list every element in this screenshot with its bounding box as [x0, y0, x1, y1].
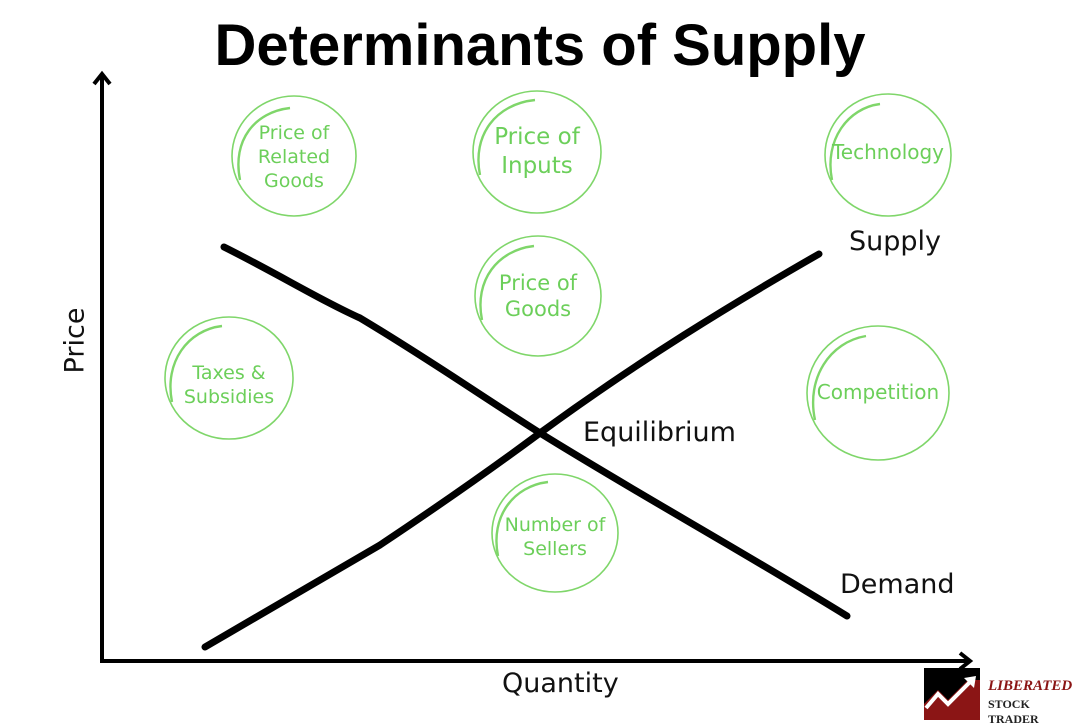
determinant-label: Price of Inputs [494, 124, 580, 179]
equilibrium-label: Equilibrium [583, 417, 736, 448]
demand-curve [220, 243, 851, 620]
liberated-stock-trader-logo: LIBERATED STOCK TRADER [924, 668, 1080, 726]
circle-stroke-technology [829, 102, 881, 181]
circle-taxes [164, 316, 294, 440]
determinant-label: Price of Goods [498, 270, 578, 321]
determinant-label: Price of Related Goods [257, 122, 331, 192]
determinant-label: Technology [831, 139, 945, 164]
page-title: Determinants of Supply [214, 13, 866, 78]
logo-line2: STOCK TRADER [988, 697, 1039, 726]
circle-inputs [472, 90, 602, 214]
circle-related-goods [231, 95, 357, 217]
determinant-technology: Technology [820, 92, 956, 212]
circle-technology [824, 93, 952, 217]
circle-stroke-taxes [169, 324, 223, 403]
determinant-related-goods: Price of Related Goods [234, 98, 354, 218]
determinant-competition: Competition [803, 332, 953, 452]
determinant-sellers: Number of Sellers [490, 478, 620, 598]
circle-sellers [491, 473, 619, 593]
supply-label: Supply [849, 226, 942, 257]
y-axis-arrow-icon [92, 70, 112, 86]
circle-goods [474, 235, 602, 357]
logo-line1: LIBERATED [988, 678, 1073, 694]
determinant-taxes: Taxes & Subsidies [165, 326, 293, 446]
circle-competition [806, 325, 950, 461]
determinant-label: Taxes & Subsidies [183, 362, 275, 408]
determinant-goods: Price of Goods [475, 236, 601, 356]
circle-stroke-goods [479, 244, 535, 321]
x-axis-label: Quantity [502, 668, 619, 699]
circle-stroke-competition [811, 334, 867, 421]
supply-curve [201, 250, 823, 651]
y-axis-label: Price [59, 307, 91, 374]
circle-stroke-sellers [495, 480, 549, 557]
bubble-outlines [164, 90, 952, 593]
logo-chart-icon [924, 668, 980, 720]
determinant-label: Competition [816, 379, 940, 404]
axes [92, 70, 974, 671]
circle-stroke-inputs [477, 98, 536, 176]
demand-label: Demand [840, 569, 955, 600]
determinant-inputs: Price of Inputs [474, 92, 600, 212]
x-axis-arrow-icon [958, 651, 974, 671]
circle-stroke-related-goods [237, 106, 291, 181]
determinant-label: Number of Sellers [504, 514, 606, 560]
